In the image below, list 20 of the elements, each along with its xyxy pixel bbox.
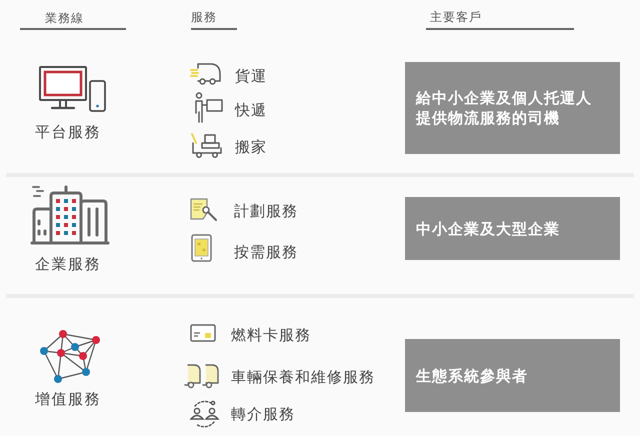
- service-label: 貨運: [235, 67, 267, 85]
- column-header: 服務: [191, 10, 217, 25]
- customer-description: 給中小企業及個人托運人提供物流服務的司機: [416, 88, 593, 128]
- service-label: 按需服務: [234, 243, 298, 261]
- customer-box: [405, 339, 620, 412]
- column-header: 主要客戶: [430, 10, 482, 25]
- service-label: 燃料卡服務: [231, 326, 311, 344]
- customer-description: 生態系統參與者: [416, 366, 528, 386]
- service-label: 計劃服務: [234, 202, 298, 220]
- customer-description: 中小企業及大型企業: [416, 218, 560, 238]
- service-label: 快遞: [235, 101, 267, 119]
- customer-box: [405, 62, 620, 154]
- business-line-label: 增值服務: [35, 390, 101, 408]
- service-label: 轉介服務: [231, 405, 295, 423]
- customer-box: [405, 197, 620, 260]
- business-line-label: 平台服務: [35, 123, 101, 141]
- business-line-label: 企業服務: [35, 255, 101, 273]
- column-header: 業務線: [45, 11, 84, 26]
- service-label: 車輛保養和維修服務: [231, 368, 375, 386]
- service-label: 搬家: [235, 138, 267, 156]
